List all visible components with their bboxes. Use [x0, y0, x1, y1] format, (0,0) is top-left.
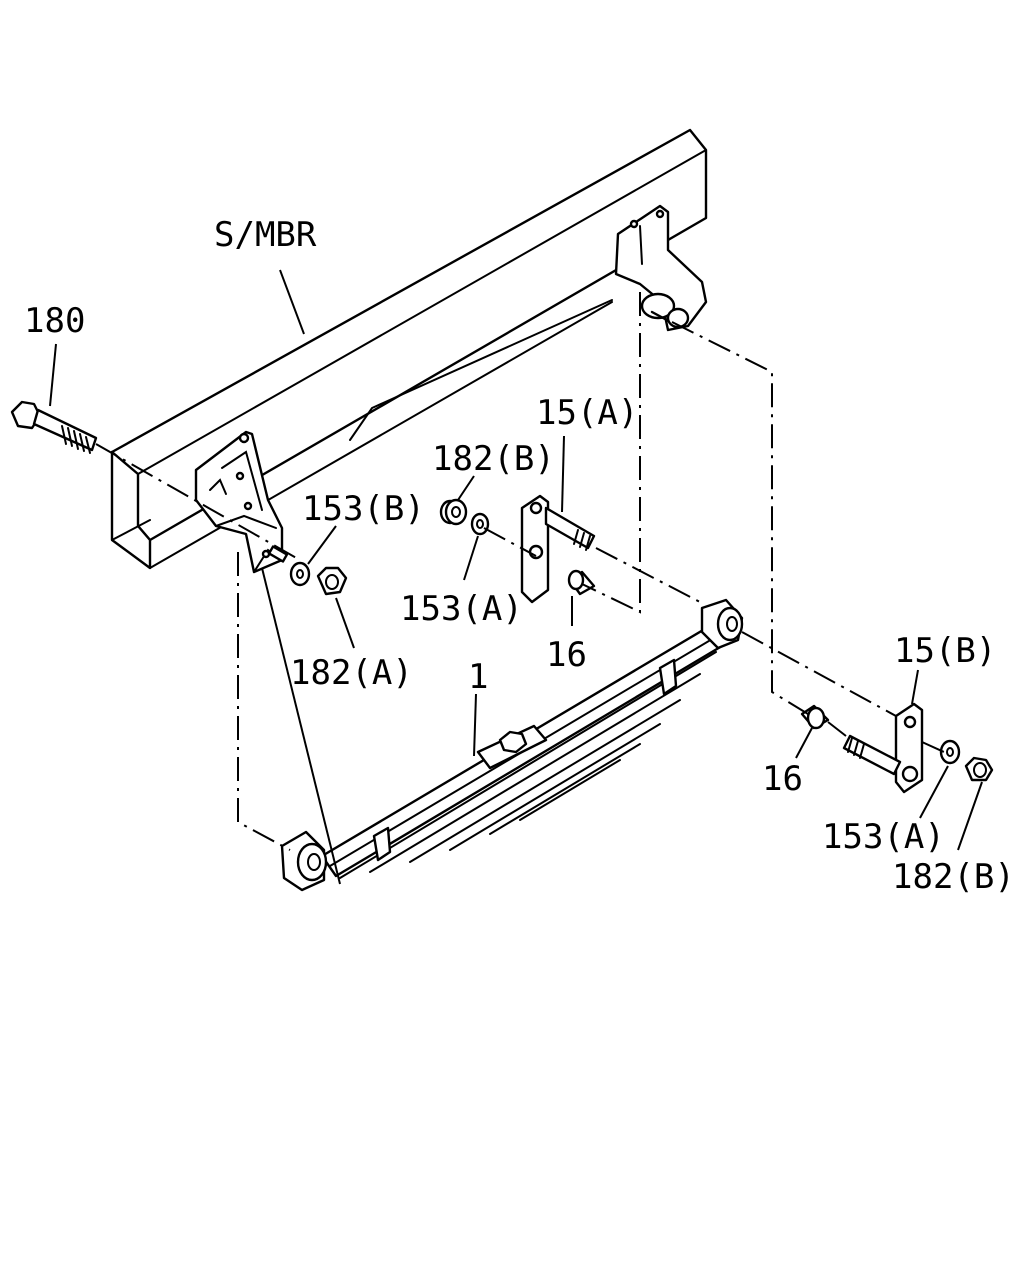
washer-153a-lower [939, 739, 961, 765]
front-spring-hanger [194, 430, 284, 574]
label-shackle-15a: 15(A) [536, 393, 638, 433]
part-labels: S/MBR 180 15(A) 182(B) 153(B) 153(A) 182… [24, 215, 1015, 897]
leader-lines [49, 269, 983, 885]
washer-153b [289, 561, 311, 587]
label-side-member: S/MBR [214, 215, 317, 255]
label-nut-182b-upper: 182(B) [432, 439, 555, 479]
nut-182a [316, 566, 348, 596]
label-leaf-spring-1: 1 [468, 657, 488, 697]
nut-182b-lower [964, 756, 994, 782]
label-shackle-15b: 15(B) [894, 631, 996, 671]
label-washer-153a-lower: 153(A) [822, 817, 945, 857]
bushing-16-upper [567, 569, 596, 596]
shackle-15b [842, 702, 924, 794]
label-nut-182a: 182(A) [290, 653, 413, 693]
spring-pin-bolt-180 [10, 400, 98, 454]
assembly-lines [95, 292, 945, 851]
label-washer-153a-upper: 153(A) [400, 589, 523, 629]
bushing-16-lower [800, 704, 830, 730]
label-bolt-180: 180 [24, 301, 85, 341]
label-washer-153b: 153(B) [302, 489, 425, 529]
label-bushing-16-lower: 16 [762, 759, 803, 799]
label-bushing-16-upper: 16 [546, 635, 587, 675]
label-nut-182b-lower: 182(B) [892, 857, 1015, 897]
leaf-spring-1 [280, 598, 744, 892]
rear-spring-hanger [614, 204, 708, 332]
